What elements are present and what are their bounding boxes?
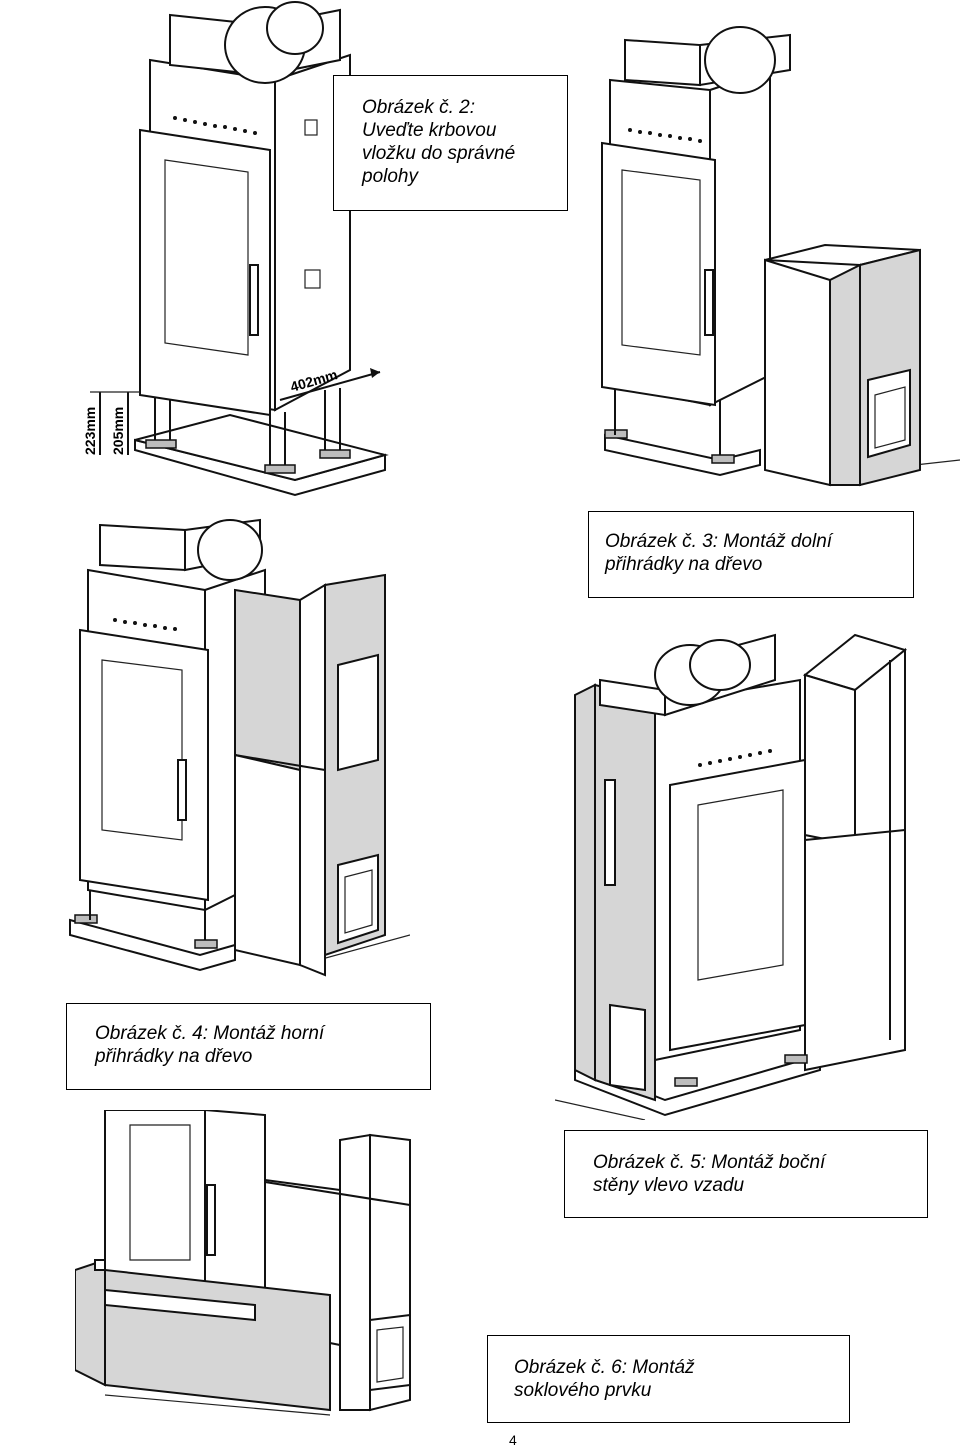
caption-figure-6: Obrázek č. 6: Montáž soklového prvku [487, 1335, 850, 1423]
caption-line: přihrádky na dřevo [605, 554, 763, 575]
caption-line: Obrázek č. 2: [362, 97, 475, 118]
caption-line: Obrázek č. 6: Montáž [514, 1357, 695, 1378]
outer-height-label: 223mm [82, 407, 98, 455]
caption-line: vložku do správné [362, 143, 516, 164]
caption-line: Uveďte krbovou [362, 120, 497, 141]
figure-5-left-rear-side-wall [555, 630, 915, 1120]
caption-line: přihrádky na dřevo [95, 1046, 253, 1067]
figure-2-insert-position: 402mm 223mm 205mm [70, 0, 400, 500]
inner-height-label: 205mm [110, 407, 126, 455]
caption-line: Obrázek č. 5: Montáž boční [593, 1152, 826, 1173]
caption-figure-3: Obrázek č. 3: Montáž dolní přihrádky na … [588, 511, 914, 598]
figure-6-plinth-element [75, 1110, 475, 1420]
figure-3-lower-wood-shelf [590, 15, 960, 495]
caption-line: soklového prvku [514, 1380, 652, 1401]
caption-line: Obrázek č. 3: Montáž dolní [605, 531, 833, 552]
caption-line: Obrázek č. 4: Montáž horní [95, 1023, 325, 1044]
caption-line: stěny vlevo vzadu [593, 1175, 745, 1196]
caption-figure-4: Obrázek č. 4: Montáž horní přihrádky na … [66, 1003, 431, 1090]
page-number: 4 [509, 1432, 517, 1448]
caption-figure-5: Obrázek č. 5: Montáž boční stěny vlevo v… [564, 1130, 928, 1218]
caption-line: polohy [362, 166, 418, 187]
figure-4-upper-wood-shelf [60, 515, 410, 990]
caption-figure-2: Obrázek č. 2: Uveďte krbovou vložku do s… [333, 75, 568, 211]
